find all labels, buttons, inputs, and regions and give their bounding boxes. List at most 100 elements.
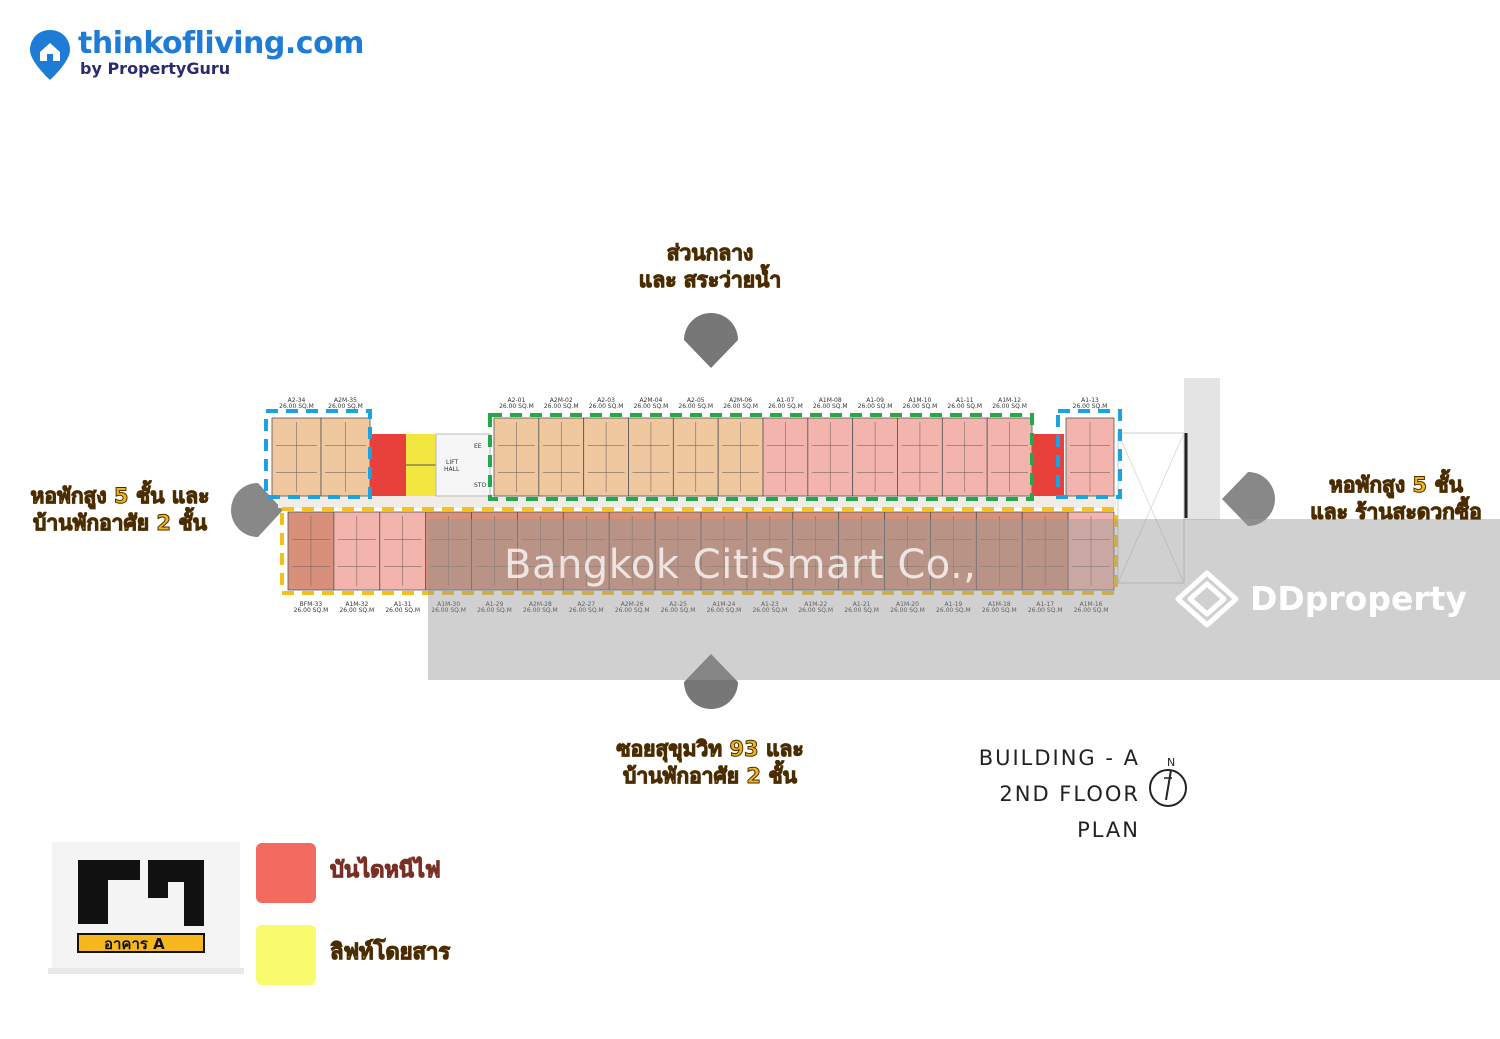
hall-label-1: LIFT (446, 459, 458, 466)
unit-label: A1-19 (945, 601, 963, 608)
unit-label: BFM-33 (300, 601, 323, 608)
house-stack-icon (1175, 570, 1239, 628)
unit-label: A1-29 (486, 601, 504, 608)
unit-label: A1M-12 (998, 397, 1021, 404)
unit-label: A1M-18 (988, 601, 1011, 608)
unit-label: A2-27 (577, 601, 595, 608)
unit-label: A1-07 (777, 397, 795, 404)
unit-area: 26.00 SQ.M (798, 607, 833, 614)
unit-area: 26.00 SQ.M (992, 403, 1027, 410)
unit-area: 26.00 SQ.M (813, 403, 848, 410)
unit-label: A1M-30 (437, 601, 460, 608)
unit-label: A2M-06 (729, 397, 752, 404)
unit-area: 26.00 SQ.M (1028, 607, 1063, 614)
unit-label: A1M-16 (1080, 601, 1103, 608)
unit-area: 26.00 SQ.M (752, 607, 787, 614)
unit-label: A1-23 (761, 601, 779, 608)
location-pin-icon (30, 30, 70, 80)
north-letter: N (1167, 756, 1175, 769)
legend-swatch-lift (256, 925, 316, 985)
unit-label: A1-17 (1036, 601, 1054, 608)
view-label-right: หอพักสูง 5 ชั้นและ ร้านสะดวกซื้อ (1310, 473, 1483, 525)
legend-label-fire-stair: บันไดหนีไฟ (330, 858, 442, 884)
unit-area: 26.00 SQ.M (707, 607, 742, 614)
unit-area: 26.00 SQ.M (569, 607, 604, 614)
watermark-text: Bangkok CitiSmart Co., (504, 542, 977, 588)
keymap-building-left (78, 860, 140, 924)
unit-area: 26.00 SQ.M (589, 403, 624, 410)
unit-label: A2-05 (687, 397, 705, 404)
unit-area: 26.00 SQ.M (890, 607, 925, 614)
brand-logo[interactable]: thinkofliving.com by PropertyGuru (28, 28, 364, 82)
unit-label: A2-25 (669, 601, 687, 608)
unit-area: 26.00 SQ.M (982, 607, 1017, 614)
plan-title: BUILDING - A 2ND FLOOR PLAN (930, 740, 1140, 848)
unit-label: A2-01 (508, 397, 526, 404)
unit-area: 26.00 SQ.M (499, 403, 534, 410)
unit-area: 26.00 SQ.M (858, 403, 893, 410)
keymap-label-box (77, 933, 205, 953)
hall-label-2: HALL (444, 466, 460, 473)
ddproperty-logo[interactable]: DDproperty (1172, 565, 1467, 631)
unit-area: 26.00 SQ.M (936, 607, 971, 614)
plan-title-line1: BUILDING - A (978, 746, 1140, 770)
unit-label: A1-13 (1081, 397, 1099, 404)
unit-label: A2-34 (288, 397, 306, 404)
unit-label: A1-31 (394, 601, 412, 608)
unit-area: 26.00 SQ.M (523, 607, 558, 614)
unit-area: 26.00 SQ.M (615, 607, 650, 614)
unit-area: 26.00 SQ.M (328, 403, 363, 410)
unit-area: 26.00 SQ.M (1074, 607, 1109, 614)
view-label-left: หอพักสูง 5 ชั้น และบ้านพักอาศัย 2 ชั้น (30, 484, 210, 536)
unit-area: 26.00 SQ.M (544, 403, 579, 410)
unit-area: 26.00 SQ.M (1073, 403, 1108, 410)
plan-title-line2: 2ND FLOOR PLAN (999, 782, 1140, 842)
unit-label: A1M-08 (819, 397, 842, 404)
unit-area: 26.00 SQ.M (431, 607, 466, 614)
north-arrow-icon: N (1149, 756, 1187, 807)
keymap-building-right (148, 860, 204, 926)
unit-label: A2M-04 (639, 397, 662, 404)
unit-label: A1-09 (866, 397, 884, 404)
hall-label-4: STO (474, 482, 486, 489)
unit-area: 26.00 SQ.M (903, 403, 938, 410)
watermark-overlay (428, 519, 1500, 680)
brand-name: thinkofliving.com (78, 26, 364, 61)
legend-label-lift: ลิฟท์โดยสาร (329, 940, 451, 966)
fire-stair-left (370, 434, 406, 496)
unit-label: A2M-28 (529, 601, 552, 608)
unit-area: 26.00 SQ.M (678, 403, 713, 410)
unit-label: A1M-20 (896, 601, 919, 608)
unit-area: 26.00 SQ.M (844, 607, 879, 614)
unit-label: A1-11 (956, 397, 974, 404)
unit-area: 26.00 SQ.M (947, 403, 982, 410)
key-map: อาคาร A (48, 842, 244, 974)
legend-swatch-fire-stair (256, 843, 316, 903)
unit-area: 26.00 SQ.M (477, 607, 512, 614)
unit-label: A1M-32 (345, 601, 368, 608)
unit-area: 26.00 SQ.M (294, 607, 329, 614)
unit-label: A1-21 (853, 601, 871, 608)
view-label-bottom: ซอยสุขุมวิท 93 และบ้านพักอาศัย 2 ชั้น (616, 737, 804, 789)
brand-sub: by PropertyGuru (80, 59, 231, 78)
side-structure (1184, 378, 1220, 520)
unit-label: A1M-22 (804, 601, 827, 608)
ddproperty-text: DDproperty (1250, 578, 1467, 618)
unit-area: 26.00 SQ.M (339, 607, 374, 614)
unit-label: A2-03 (597, 397, 615, 404)
view-pointer-top (684, 313, 738, 368)
unit-area: 26.00 SQ.M (661, 607, 696, 614)
hall-label-3: EE (474, 443, 482, 450)
unit-label: A2M-26 (621, 601, 644, 608)
unit-area: 26.00 SQ.M (279, 403, 314, 410)
unit-label: A1M-24 (712, 601, 735, 608)
unit-area: 26.00 SQ.M (723, 403, 758, 410)
outdoor-area (1117, 432, 1185, 584)
unit-area: 26.00 SQ.M (768, 403, 803, 410)
unit-label: A2M-02 (550, 397, 573, 404)
zone-green (488, 413, 1034, 501)
unit-area: 26.00 SQ.M (634, 403, 669, 410)
